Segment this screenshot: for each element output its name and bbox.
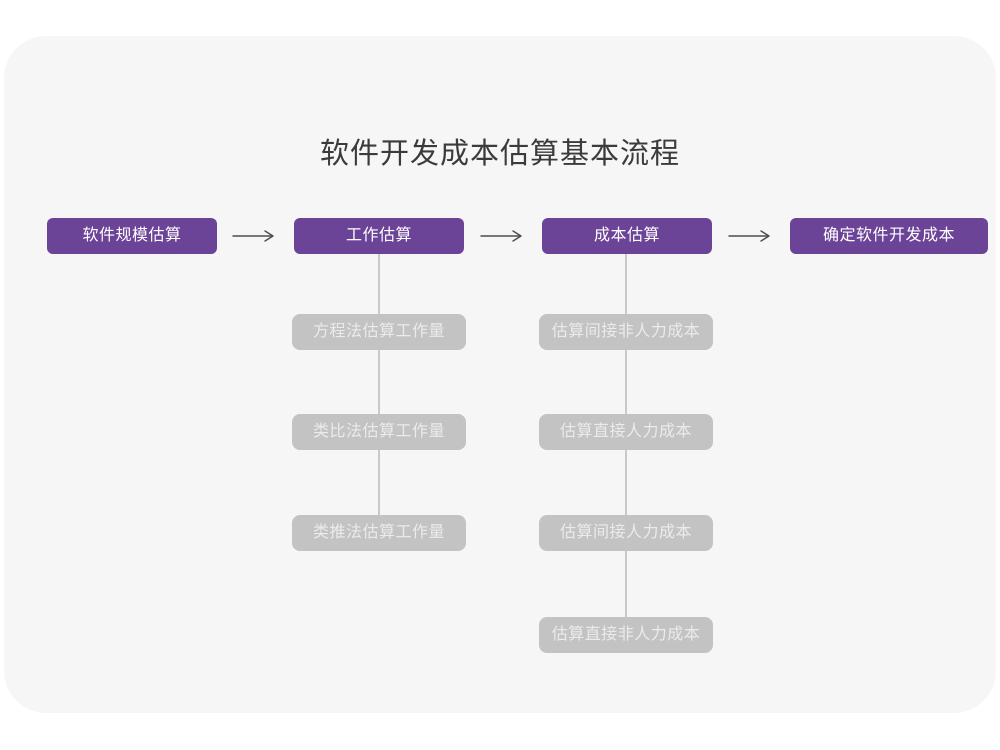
flow-arrow-right-icon xyxy=(480,230,522,242)
substep-indirect-labor-cost: 估算间接人力成本 xyxy=(539,515,713,551)
substep-extrapolation-method: 类推法估算工作量 xyxy=(292,515,466,551)
substep-direct-nonlabor-cost: 估算直接非人力成本 xyxy=(539,617,713,653)
stage-work-estimation: 工作估算 xyxy=(294,218,464,254)
connector-line-work xyxy=(378,254,380,534)
substep-indirect-nonlabor-cost: 估算间接非人力成本 xyxy=(539,314,713,350)
substep-direct-labor-cost: 估算直接人力成本 xyxy=(539,414,713,450)
substep-equation-method: 方程法估算工作量 xyxy=(292,314,466,350)
stage-determine-software-cost: 确定软件开发成本 xyxy=(790,218,988,254)
substep-analogy-method: 类比法估算工作量 xyxy=(292,414,466,450)
diagram-title: 软件开发成本估算基本流程 xyxy=(319,138,680,170)
flow-arrow-right-icon xyxy=(728,230,770,242)
stage-cost-estimation: 成本估算 xyxy=(542,218,712,254)
flow-arrow-right-icon xyxy=(232,230,274,242)
stage-software-scale-estimation: 软件规模估算 xyxy=(47,218,217,254)
flow-card: 软件开发成本估算基本流程 软件规模估算 工作估算 成本估算 确定软件开发成本 方… xyxy=(4,36,996,713)
